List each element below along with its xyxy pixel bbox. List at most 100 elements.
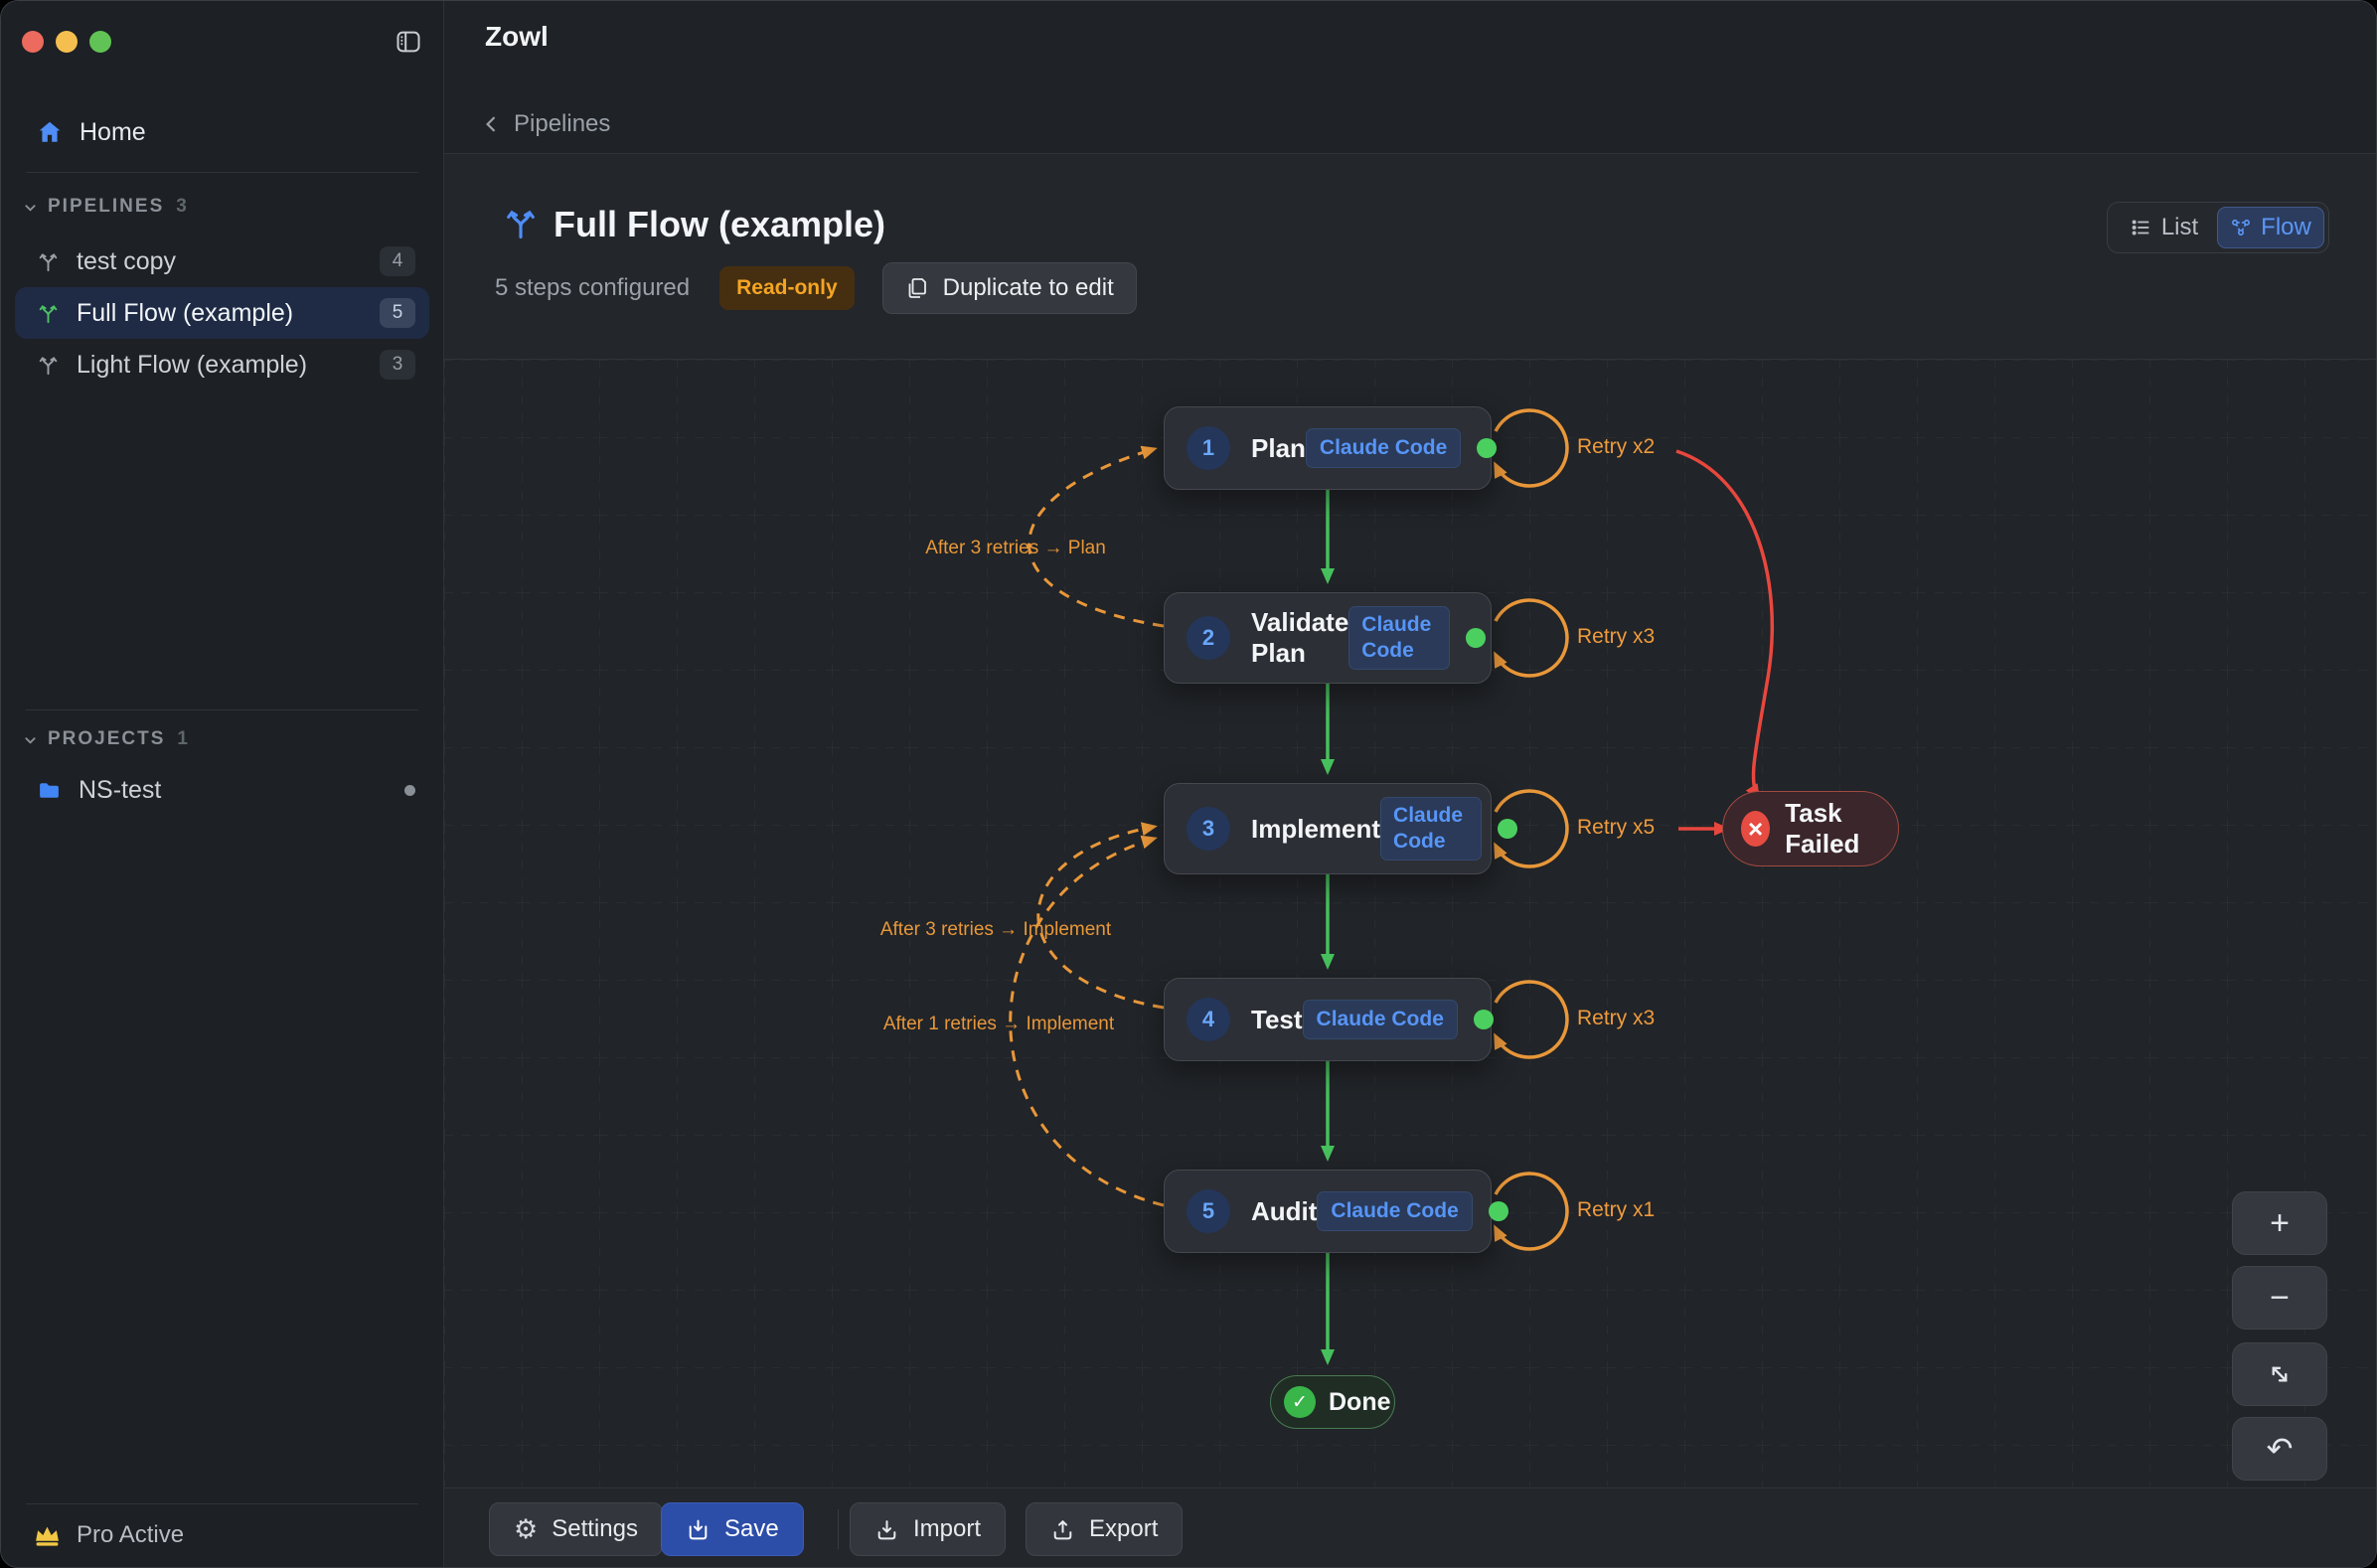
flow-canvas[interactable]: 1 Plan Claude Code 2 Validate Plan Claud… [444, 360, 2376, 1487]
pipeline-name: Full Flow (example) [77, 298, 294, 327]
branch-icon [37, 250, 60, 273]
agent-badge: Claude Code [1305, 428, 1462, 468]
project-status-dot [404, 784, 415, 796]
chevron-left-icon [482, 114, 502, 134]
header-divider [444, 153, 2376, 154]
tab-label: List [2160, 214, 2199, 240]
flow-node-validate-plan[interactable]: 2 Validate Plan Claude Code [1164, 592, 1492, 684]
flow-node-implement[interactable]: 3 Implement Claude Code [1164, 783, 1518, 874]
agent-badge: Claude Code [1317, 1191, 1473, 1231]
import-icon [874, 1517, 899, 1542]
agent-badge: Claude Code [1380, 796, 1483, 862]
minimize-window-button[interactable] [56, 31, 78, 53]
section-count: 3 [176, 196, 189, 217]
step-label: Plan [1251, 432, 1306, 463]
sidebar-item-label: Home [79, 117, 146, 146]
maximize-window-button[interactable] [89, 31, 111, 53]
zoom-out-button[interactable]: − [2232, 1266, 2327, 1330]
fit-view-button[interactable] [2232, 1342, 2327, 1406]
flow-node-task-failed[interactable]: × Task Failed [1722, 791, 1899, 866]
settings-button[interactable]: ⚙ Settings [489, 1502, 663, 1556]
branch-icon [503, 206, 539, 241]
flow-node-audit[interactable]: 5 Audit Claude Code [1164, 1170, 1508, 1253]
undo-icon: ↶ [2266, 1431, 2294, 1467]
pipeline-name: Light Flow (example) [77, 350, 308, 379]
retry-label: Retry x3 [1577, 1007, 1656, 1029]
pipeline-name: test copy [77, 246, 177, 275]
retry-label: Retry x3 [1577, 625, 1656, 648]
duplicate-label: Duplicate to edit [942, 274, 1114, 301]
sidebar-item-pipeline-test-copy[interactable]: test copy 4 [15, 235, 429, 287]
plan-status[interactable]: Pro Active [15, 1509, 429, 1561]
sidebar-item-home[interactable]: Home [15, 106, 429, 158]
list-icon [2131, 217, 2152, 238]
sidebar-divider [26, 709, 418, 710]
step-label: Implement [1251, 813, 1381, 844]
branch-icon [37, 302, 60, 325]
reset-view-button[interactable]: ↶ [2232, 1417, 2327, 1481]
readonly-badge: Read-only [719, 266, 855, 310]
section-label: PROJECTS [48, 728, 166, 749]
error-x-icon: × [1741, 811, 1771, 847]
step-number-badge: 3 [1187, 807, 1230, 851]
step-number-badge: 2 [1187, 616, 1230, 660]
zoom-in-button[interactable]: + [2232, 1191, 2327, 1255]
chevron-down-icon [23, 200, 38, 215]
tab-list-view[interactable]: List [2112, 207, 2217, 248]
step-number-badge: 1 [1187, 426, 1230, 470]
sidebar-divider [26, 172, 418, 173]
pipeline-step-count: 5 [380, 298, 415, 328]
flow-node-test[interactable]: 4 Test Claude Code [1164, 978, 1494, 1061]
export-label: Export [1089, 1515, 1159, 1542]
expand-icon [2265, 1359, 2295, 1389]
chevron-down-icon [23, 732, 38, 747]
status-dot [1473, 1010, 1494, 1029]
projects-section-header[interactable]: PROJECTS 1 [23, 722, 429, 756]
breadcrumb[interactable]: Pipelines [482, 108, 610, 140]
flow-graph-icon [2230, 217, 2252, 238]
minus-icon: − [2270, 1278, 2290, 1317]
pipeline-step-count: 3 [380, 350, 415, 380]
status-dot [1488, 1201, 1508, 1221]
toolbar-separator [838, 1509, 839, 1549]
pipeline-title: Full Flow (example) [554, 204, 886, 244]
fallback-edge-label: After 3 retries → Plan [925, 538, 1106, 558]
pipelines-section-header[interactable]: PIPELINES 3 [23, 190, 429, 224]
gear-icon: ⚙ [514, 1513, 539, 1544]
step-label: Test [1251, 1004, 1303, 1034]
agent-badge: Claude Code [1302, 1000, 1458, 1039]
duplicate-to-edit-button[interactable]: Duplicate to edit [881, 262, 1137, 314]
step-label: Validate Plan [1251, 607, 1349, 668]
flow-edges [444, 360, 2376, 1487]
export-button[interactable]: Export [1026, 1502, 1184, 1556]
save-icon [686, 1517, 711, 1542]
step-number-badge: 4 [1187, 998, 1230, 1041]
section-label: PIPELINES [48, 196, 165, 217]
steps-configured-text: 5 steps configured [495, 274, 691, 301]
settings-label: Settings [552, 1515, 638, 1542]
flow-node-plan[interactable]: 1 Plan Claude Code [1164, 406, 1498, 490]
check-circle-icon: ✓ [1284, 1386, 1316, 1418]
step-number-badge: 5 [1187, 1189, 1230, 1233]
plan-status-label: Pro Active [77, 1521, 185, 1548]
pipeline-step-count: 4 [380, 246, 415, 276]
tab-flow-view[interactable]: Flow [2217, 207, 2324, 248]
close-window-button[interactable] [22, 31, 44, 53]
pipeline-subheader: 5 steps configured Read-only Duplicate t… [495, 262, 1137, 314]
save-button[interactable]: Save [661, 1502, 804, 1556]
agent-badge: Claude Code [1348, 605, 1451, 671]
sidebar-item-pipeline-full-flow[interactable]: Full Flow (example) 5 [15, 287, 429, 339]
done-label: Done [1329, 1387, 1391, 1416]
import-button[interactable]: Import [850, 1502, 1007, 1556]
status-dot [1466, 628, 1487, 648]
flow-node-done[interactable]: ✓ Done [1270, 1375, 1395, 1429]
task-failed-label: Task Failed [1785, 798, 1860, 859]
tab-label: Flow [2261, 214, 2311, 240]
fallback-edge-label: After 3 retries → Implement [879, 919, 1112, 940]
sidebar-toggle-icon[interactable] [395, 28, 422, 56]
sidebar-item-project-ns-test[interactable]: NS-test [15, 764, 429, 816]
copy-icon [905, 276, 929, 300]
sidebar: Home PIPELINES 3 test copy 4 [1, 1, 444, 1567]
sidebar-item-pipeline-light-flow[interactable]: Light Flow (example) 3 [15, 339, 429, 391]
